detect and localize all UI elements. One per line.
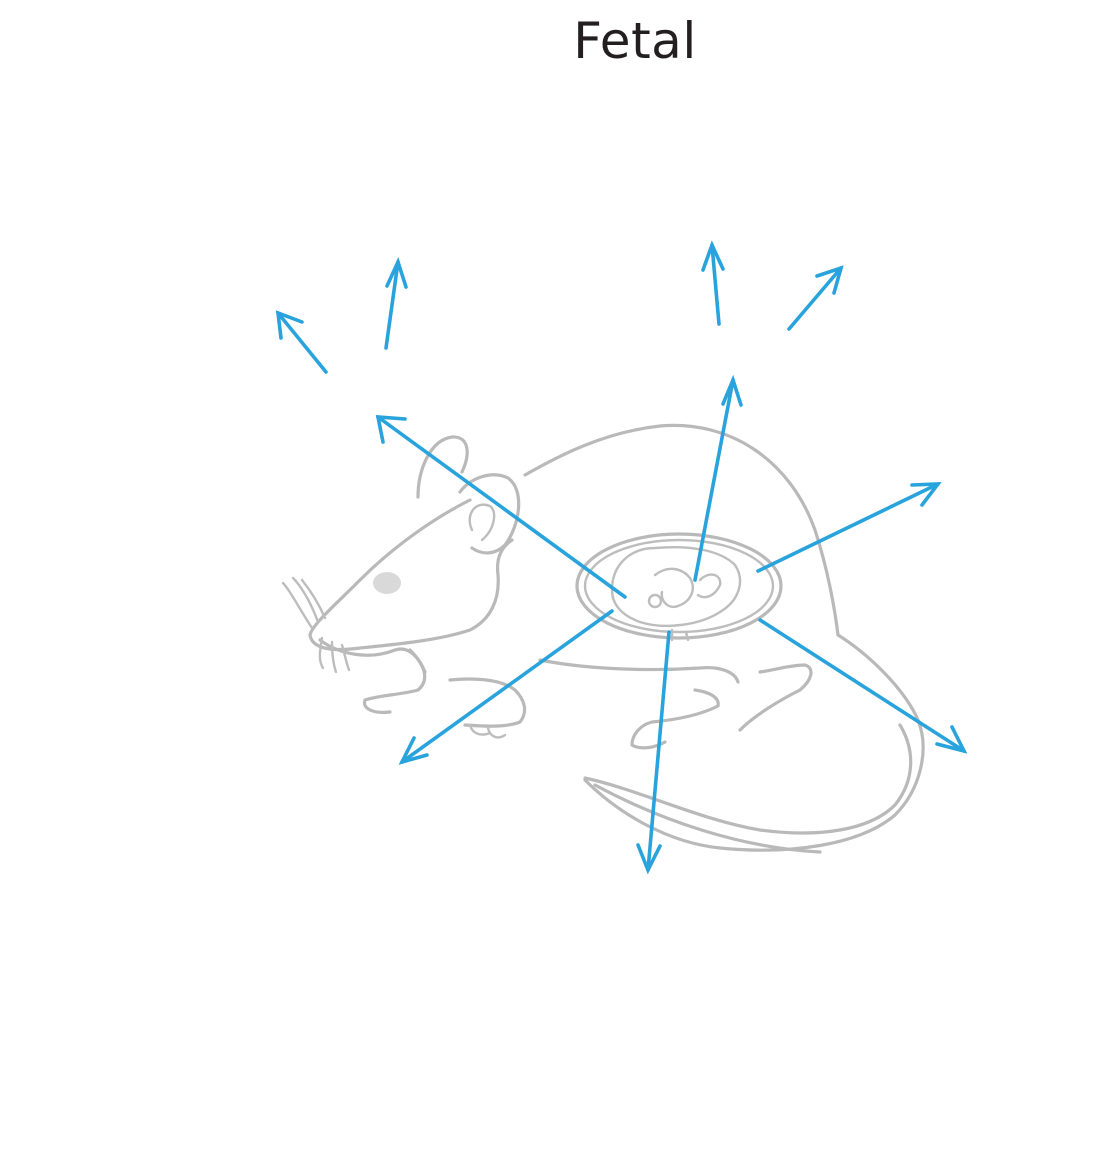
mouse-hind-thigh bbox=[738, 663, 813, 732]
arrow-far-right bbox=[787, 265, 844, 331]
arrow-lower-left bbox=[398, 609, 614, 765]
fetus-outline bbox=[610, 545, 742, 628]
mouse-ear-back bbox=[416, 435, 469, 499]
mouse-front-paw bbox=[468, 723, 507, 739]
fetus-eye bbox=[647, 593, 663, 609]
arrow-far-left bbox=[275, 310, 328, 374]
arrow-up bbox=[693, 374, 743, 582]
arrow-far-right-up bbox=[701, 240, 725, 326]
arrow-far-left-up bbox=[384, 257, 408, 350]
mouse-belly bbox=[538, 658, 740, 684]
mouse-head bbox=[308, 498, 514, 652]
mouse-whiskers bbox=[281, 576, 351, 674]
arrow-lower-right bbox=[758, 618, 968, 754]
fetus-detail bbox=[653, 567, 722, 609]
pregnant-mouse-icon bbox=[281, 423, 925, 854]
mouse-eye bbox=[373, 572, 401, 594]
mouse-front-leg-right bbox=[448, 677, 527, 728]
arrow-down bbox=[636, 630, 671, 875]
arrow-right bbox=[756, 482, 942, 573]
mouse-hind-leg bbox=[630, 688, 720, 750]
mouse-ear-front bbox=[458, 473, 521, 555]
mouse-front-leg-left bbox=[362, 648, 427, 714]
arrow-upper-left bbox=[375, 415, 627, 599]
fetus-in-womb-icon bbox=[575, 532, 783, 642]
mouse-ear-inner bbox=[468, 503, 496, 542]
mouse-tail bbox=[583, 723, 913, 835]
mouse-tail-lower bbox=[593, 783, 822, 854]
radiation-arrows bbox=[275, 240, 968, 875]
mouse-body-outline bbox=[523, 423, 925, 852]
